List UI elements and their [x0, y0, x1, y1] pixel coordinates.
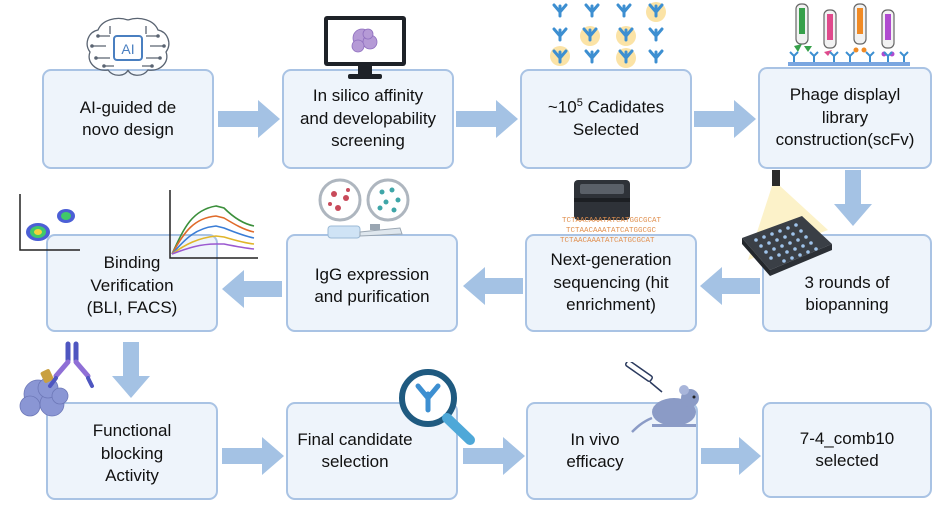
magnifier-antibody-icon: [399, 369, 475, 445]
candidates-suffix: Cadidates: [582, 97, 665, 117]
dna-sequence-2: TCTAACAAATATCATGGCGC: [566, 227, 657, 235]
step-final-candidate: Final candidate selection: [286, 402, 458, 500]
step-invivo-line-1: In vivo: [570, 429, 620, 449]
step-ai-design-line-2: novo design: [82, 120, 174, 139]
step-binding-line-3: (BLI, FACS): [86, 298, 178, 318]
step-ai-design-line-1: AI-guided de: [79, 97, 177, 117]
step-biopanning-line-1: 3 rounds of: [804, 272, 890, 292]
step-binding-line-1: Binding: [103, 253, 161, 273]
arrow-biopanning-to-ngs: [700, 267, 760, 305]
arrow-phage-to-biopanning: [834, 170, 872, 226]
protein-antibody-icon: [19, 341, 94, 417]
step-igg-expression: IgG expression and purification: [286, 234, 458, 332]
step-ngs-line-3: enrichment): [566, 295, 656, 315]
step-igg-line-2: and purification: [314, 287, 430, 306]
facs-plot-icon: [19, 194, 80, 251]
microplate-wells: [754, 223, 818, 263]
phage-library-icon: [788, 3, 910, 66]
microplate-icon: [742, 170, 832, 276]
igg-expression-icon: [318, 178, 410, 239]
arrow-ngs-to-igg: [463, 267, 523, 305]
step-phage-line-3: construction(scFv): [775, 130, 915, 150]
step-ai-design: AI-guided de novo design: [42, 69, 214, 169]
dna-sequence-3: TCTAACAAATATCATGCGCAT: [560, 237, 655, 245]
arrow-candidates-to-phage: [694, 100, 756, 138]
step-candidates-line-1: ~105 Cadidates: [548, 96, 664, 119]
step-ngs-line-2: sequencing (hit: [553, 272, 669, 292]
step-silico-line-2: and developability: [299, 108, 437, 128]
step-functional-line-1: Functional: [92, 421, 172, 441]
arrow-functional-to-final: [222, 437, 284, 475]
candidates-prefix: ~10: [547, 97, 577, 117]
sequencer-icon: TCTAACAAATATCATGGCGCAT TCTAACAAATATCATGG…: [560, 180, 662, 245]
bli-sensorgram-icon: [169, 190, 258, 259]
arrow-ai-to-silico: [218, 100, 280, 138]
monitor-icon: [324, 16, 406, 79]
step-ngs-line-1: Next-generation: [550, 250, 672, 270]
candidates-exponent: 5: [576, 97, 583, 110]
step-final-line-1: Final candidate: [297, 429, 413, 449]
arrow-final-to-invivo: [463, 437, 525, 475]
arrow-igg-to-binding: [222, 270, 282, 308]
step-silico-line-1: In silico affinity: [312, 86, 424, 106]
step-biopanning-line-2: biopanning: [805, 295, 889, 314]
step-final-line-2: selection: [321, 452, 389, 471]
step-candidates-line-2: Selected: [572, 120, 640, 140]
step-phage-line-1: Phage displayl: [789, 85, 901, 105]
step-selected-line-1: 7-4_comb10: [799, 428, 895, 448]
step-selected-line-2: selected: [815, 451, 879, 470]
dna-sequence-1: TCTAACAAATATCATGGCGCAT: [562, 217, 662, 225]
step-candidates-selected: ~105 Cadidates Selected: [520, 69, 692, 169]
step-silico-line-3: screening: [331, 131, 405, 151]
step-igg-line-1: IgG expression: [314, 264, 430, 284]
arrow-invivo-to-selected: [701, 437, 761, 475]
mouse-syringe-icon: [625, 362, 699, 433]
ai-label: AI: [121, 41, 134, 57]
step-binding-line-2: Verification: [90, 275, 174, 295]
arrow-binding-to-functional: [112, 342, 150, 398]
ai-brain-icon: AI: [86, 17, 170, 76]
step-functional-line-3: Activity: [105, 466, 159, 486]
step-functional-line-2: blocking: [100, 443, 164, 463]
step-invivo-line-2: efficacy: [566, 452, 624, 471]
arrow-silico-to-candidates: [456, 100, 518, 138]
step-phage-line-2: library: [821, 107, 869, 127]
step-selected: 7-4_comb10 selected: [762, 402, 932, 498]
antibody-candidates-icon: [550, 2, 666, 68]
